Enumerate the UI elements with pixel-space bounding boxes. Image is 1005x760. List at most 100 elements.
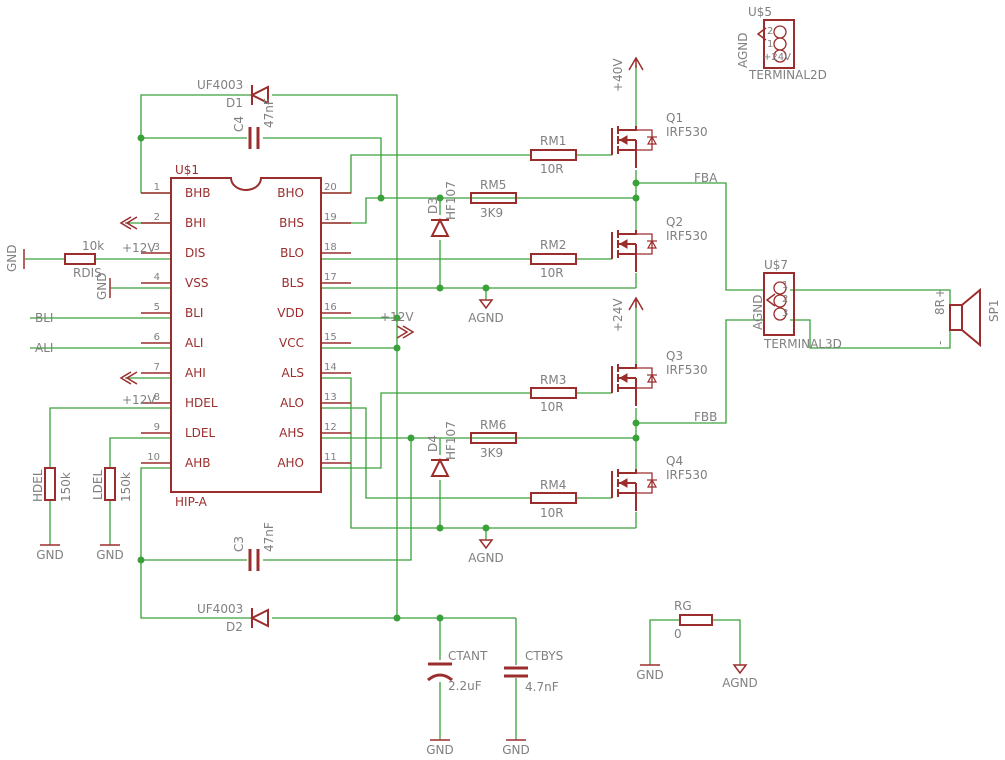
d3-value: HF107 — [444, 181, 458, 220]
rm6-value: 3K9 — [480, 446, 503, 460]
gnd-hdel: GND — [36, 544, 64, 562]
terminal-u7[interactable]: U$7 TERMINAL3D 1 2 3 AGND — [751, 258, 842, 351]
ic-pin-number-10: 10 — [147, 452, 160, 463]
ic-pin-name-bhs: BHS — [279, 216, 304, 230]
ic-pin-number-3: 3 — [154, 242, 160, 253]
ic-pin-name-bhb: BHB — [185, 186, 211, 200]
gnd-ldel-label: GND — [96, 548, 124, 562]
capacitor-c3[interactable]: C3 47nF — [232, 522, 276, 571]
rdis-ref: RDIS — [73, 266, 102, 280]
ic-ref: U$1 — [175, 163, 199, 177]
c4-value: 47nF — [262, 98, 276, 128]
bli-net-label: BLI — [35, 311, 53, 325]
rdis-value: 10k — [82, 239, 104, 253]
resistor-rm5[interactable]: RM5 3K9 — [470, 178, 517, 220]
gnd-rdis-label: GND — [5, 244, 19, 272]
d1-ref: D1 — [226, 96, 243, 110]
mosfet-q4-ref: Q4 — [666, 454, 683, 468]
pin7-arrow — [119, 371, 138, 385]
rm1-ref: RM1 — [540, 134, 566, 148]
capacitor-c4[interactable]: C4 47nF — [232, 98, 276, 149]
junctions — [137, 134, 640, 622]
gnd-ctbys: GND — [502, 739, 530, 757]
ic-pin-number-18: 18 — [324, 242, 337, 253]
gnd-rg: GND — [636, 664, 664, 682]
u5-pin2: 2 — [767, 26, 773, 37]
d3-ref: D3 — [426, 197, 440, 214]
ic-pin-number-5: 5 — [154, 302, 160, 313]
diode-d4[interactable]: D4 HF107 — [426, 421, 458, 477]
sp1-minus: - — [933, 341, 947, 345]
rm2-ref: RM2 — [540, 238, 566, 252]
resistor-rm4[interactable]: RM4 10R — [530, 478, 577, 520]
ic-pin-name-blo: BLO — [280, 246, 304, 260]
rm5-value: 3K9 — [480, 206, 503, 220]
pin2-arrow — [119, 216, 138, 230]
u5-pin-24v: +24V — [763, 52, 791, 63]
u7-pin3: 3 — [782, 308, 788, 319]
diode-d2[interactable]: UF4003 D2 — [197, 602, 269, 634]
resistor-rm2[interactable]: RM2 10R — [530, 238, 577, 280]
agnd-rg: AGND — [722, 664, 758, 690]
ic-pin-number-6: 6 — [154, 332, 160, 343]
resistor-rg[interactable]: RG 0 — [674, 599, 713, 641]
ic-pin-number-11: 11 — [324, 452, 337, 463]
ic-pin-name-bli: BLI — [185, 306, 203, 320]
sp1-value: 8R — [933, 299, 947, 315]
ic-pin-number-4: 4 — [154, 272, 160, 283]
gnd-ldel: GND — [96, 544, 124, 562]
ic-pin-number-9: 9 — [154, 422, 160, 433]
agnd-als-label: AGND — [468, 551, 504, 565]
ic-pin-name-bls: BLS — [281, 276, 304, 290]
capacitor-ctant[interactable]: CTANT 2.2uF — [427, 649, 488, 693]
ic-pin-number-12: 12 — [324, 422, 337, 433]
resistor-rm3[interactable]: RM3 10R — [530, 373, 577, 414]
rm4-ref: RM4 — [540, 478, 566, 492]
resistor-rm1[interactable]: RM1 10R — [530, 134, 577, 176]
diode-d3[interactable]: D3 HF107 — [426, 181, 458, 237]
d2-value: UF4003 — [197, 602, 243, 616]
v12-label-hdel: +12V — [122, 393, 156, 407]
capacitor-ctbys[interactable]: CTBYS 4.7nF — [504, 649, 563, 694]
rm5-ref: RM5 — [480, 178, 506, 192]
agnd-bls: AGND — [468, 299, 504, 325]
resistor-rdis[interactable]: 10k RDIS — [64, 239, 104, 280]
v40-label: +40V — [611, 58, 625, 92]
ic-pin-number-7: 7 — [154, 362, 160, 373]
ic-pin-name-als: ALS — [281, 366, 304, 380]
ali-net-label: ALI — [35, 341, 53, 355]
v12-label-vcc: +12V — [380, 310, 414, 324]
mosfet-q4-value: IRF530 — [666, 468, 708, 482]
ldel-value: 150k — [119, 472, 133, 502]
resistor-hdel[interactable]: HDEL 150k — [31, 467, 73, 502]
resistor-rm6[interactable]: RM6 3K9 — [470, 418, 517, 460]
ic-pin-number-14: 14 — [324, 362, 337, 373]
ic-pin-name-vss: VSS — [185, 276, 208, 290]
agnd-rg-label: AGND — [722, 676, 758, 690]
ic-pin-name-bhi: BHI — [185, 216, 206, 230]
supply-40v: +40V — [611, 56, 644, 92]
rg-ref: RG — [674, 599, 692, 613]
resistor-ldel[interactable]: LDEL 150k — [91, 467, 133, 502]
ic-pin-name-hdel: HDEL — [185, 396, 218, 410]
speaker-sp1[interactable]: SP1 8R + - — [933, 287, 1001, 348]
ic-pin-name-vcc: VCC — [279, 336, 304, 350]
u5-ref: U$5 — [748, 5, 772, 19]
diode-d1[interactable]: UF4003 D1 — [197, 78, 269, 110]
fba-label: FBA — [694, 171, 718, 185]
fbb-label: FBB — [694, 410, 717, 424]
rm1-value: 10R — [540, 162, 564, 176]
ic-pin-number-15: 15 — [324, 332, 337, 343]
hdel-ref: HDEL — [31, 469, 45, 502]
terminal-u5[interactable]: U$5 TERMINAL2D 2 1 +24V AGND — [736, 5, 827, 82]
agnd-bls-label: AGND — [468, 311, 504, 325]
u5-value: TERMINAL2D — [748, 68, 827, 82]
gnd-rg-label: GND — [636, 668, 664, 682]
ctbys-value: 4.7nF — [525, 680, 559, 694]
sp1-plus: + — [933, 288, 947, 298]
